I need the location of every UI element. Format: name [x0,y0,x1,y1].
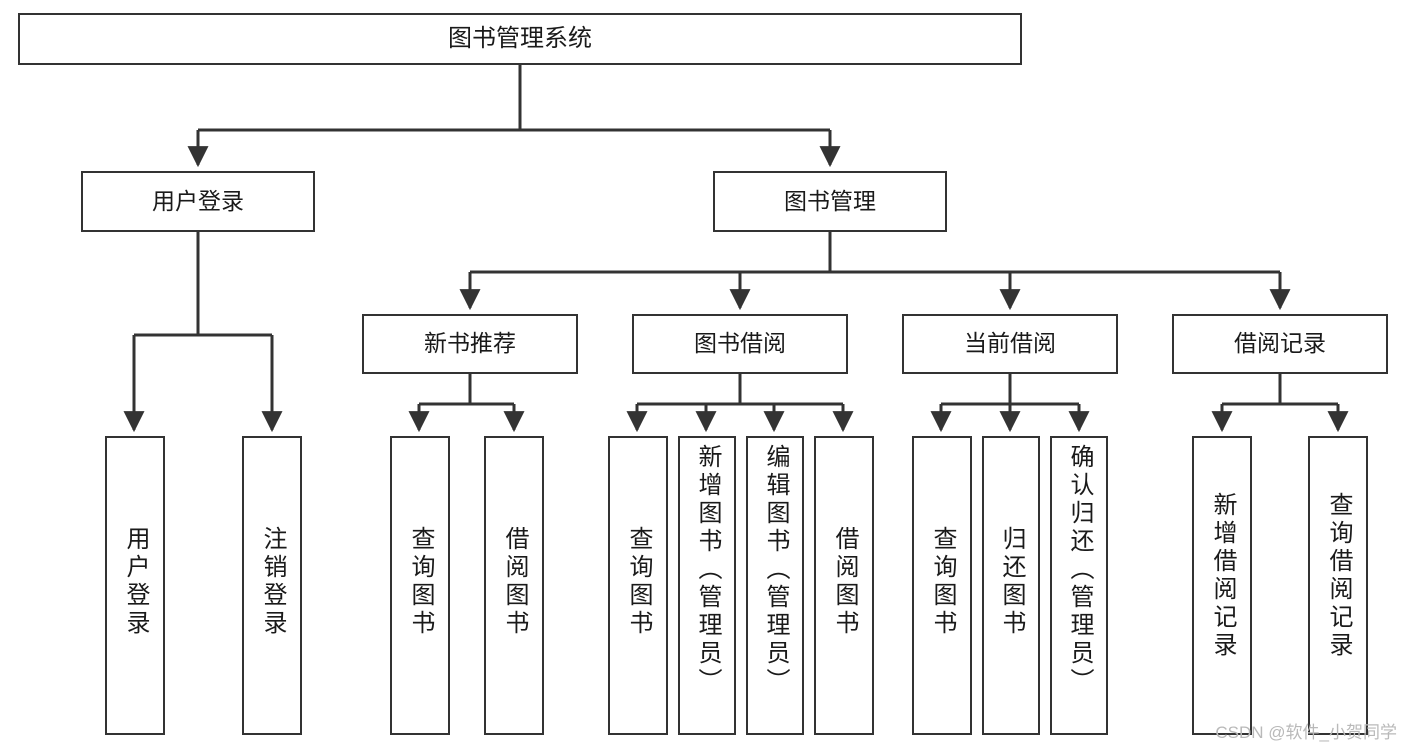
node-borrow-record[interactable]: 借阅记录 [1172,314,1388,374]
node-label: 借阅图书 [831,526,858,638]
node-book-borrow[interactable]: 图书借阅 [632,314,848,374]
node-label: 新书推荐 [424,330,516,357]
node-label: 当前借阅 [964,330,1056,357]
node-root-book-management-system[interactable]: 图书管理系统 [18,13,1022,65]
node-label: 新增图书（管理员） [694,444,721,696]
leaf-confirm-return[interactable]: 确认归还（管理员） [1050,436,1108,735]
node-label: 查询借阅记录 [1325,492,1352,660]
node-label: 用户登录 [152,187,244,214]
leaf-user-login[interactable]: 用户登录 [105,436,165,735]
node-label: 图书管理系统 [448,24,592,52]
leaf-return-book[interactable]: 归还图书 [982,436,1040,735]
node-label: 查询图书 [407,526,434,638]
node-label: 确认归还（管理员） [1066,444,1093,696]
node-new-book-recommend[interactable]: 新书推荐 [362,314,578,374]
node-label: 查询图书 [929,526,956,638]
node-label: 借阅记录 [1234,330,1326,357]
node-label: 图书借阅 [694,330,786,357]
leaf-logout-login[interactable]: 注销登录 [242,436,302,735]
node-label: 查询图书 [625,526,652,638]
leaf-borrow-book-1[interactable]: 借阅图书 [484,436,544,735]
leaf-borrow-book-2[interactable]: 借阅图书 [814,436,874,735]
leaf-add-book[interactable]: 新增图书（管理员） [678,436,736,735]
node-current-borrow[interactable]: 当前借阅 [902,314,1118,374]
leaf-query-record[interactable]: 查询借阅记录 [1308,436,1368,735]
node-label: 编辑图书（管理员） [762,444,789,696]
node-book-manage[interactable]: 图书管理 [713,171,947,232]
node-label: 借阅图书 [501,526,528,638]
node-label: 注销登录 [259,526,286,638]
leaf-edit-book[interactable]: 编辑图书（管理员） [746,436,804,735]
leaf-query-book-1[interactable]: 查询图书 [390,436,450,735]
node-label: 归还图书 [998,526,1025,638]
node-user-login[interactable]: 用户登录 [81,171,315,232]
leaf-add-record[interactable]: 新增借阅记录 [1192,436,1252,735]
node-label: 新增借阅记录 [1209,492,1236,660]
csdn-watermark: CSDN @软件_小贺同学 [1215,723,1397,742]
leaf-query-book-2[interactable]: 查询图书 [608,436,668,735]
node-label: 用户登录 [122,526,149,638]
node-label: 图书管理 [784,187,876,214]
leaf-query-book-3[interactable]: 查询图书 [912,436,972,735]
